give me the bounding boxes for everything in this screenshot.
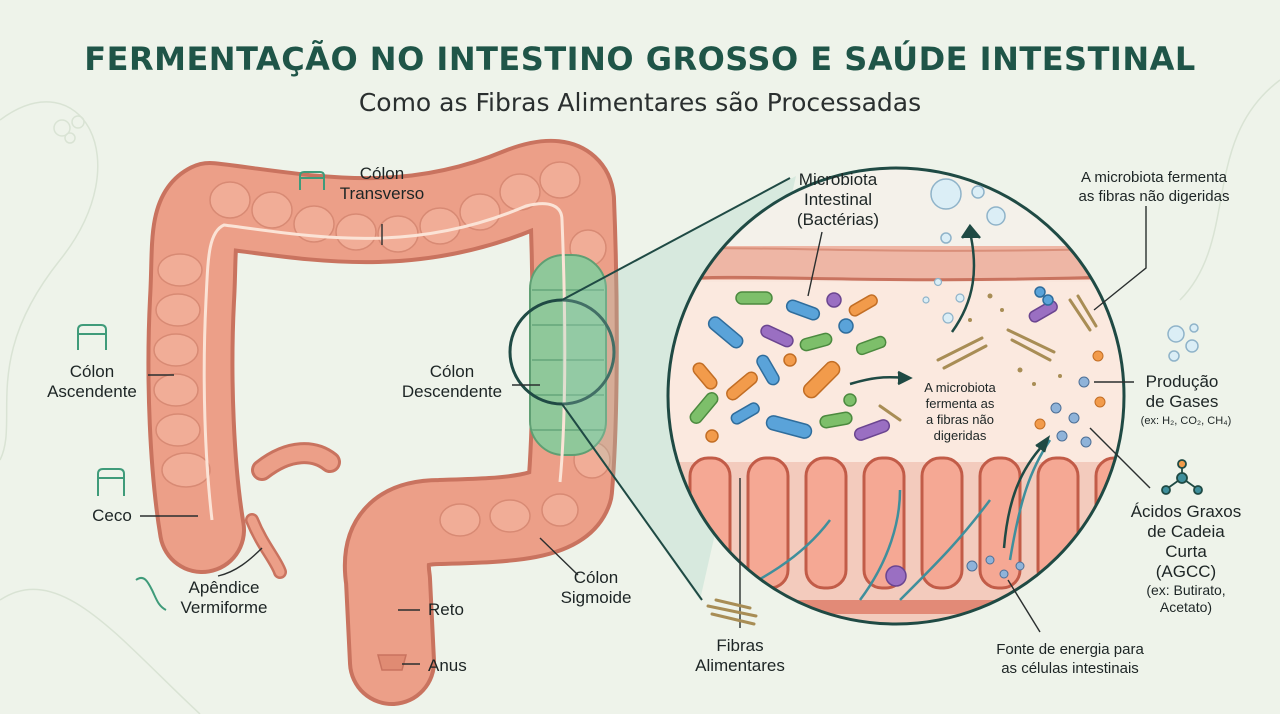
label-scfa: Ácidos Graxos de Cadeia Curta (AGCC) <box>1130 502 1242 581</box>
scfa-dots <box>966 350 1106 579</box>
molecule-icon <box>1161 459 1203 495</box>
gas-bubbles <box>930 178 1199 362</box>
background-decoration <box>0 79 1280 714</box>
label-energy-source: Fonte de energia para as células intesti… <box>996 641 1144 677</box>
page-title: FERMENTAÇÃO NO INTESTINO GROSSO E SAÚDE … <box>84 40 1196 78</box>
label-transverse-colon: Cólon Transverso <box>339 164 425 203</box>
bacteria <box>689 286 1058 587</box>
particles <box>968 293 1062 386</box>
taenia-line <box>202 202 567 521</box>
colon-icon-transverse <box>299 171 325 190</box>
label-appendix: Apêndice Vermiforme <box>180 578 268 617</box>
detail-circle <box>666 166 1126 626</box>
label-scfa-examples: (ex: Butirato, Acetato) <box>1146 582 1226 615</box>
fiber-fragments <box>878 294 1098 422</box>
large-intestine <box>146 138 619 706</box>
anus <box>377 654 407 671</box>
label-microbiota: Microbiota Intestinal (Bactérias) <box>796 170 880 229</box>
label-rectum: Reto <box>428 600 464 619</box>
label-cecum: Ceco <box>92 506 132 525</box>
fiber-icon <box>706 598 758 626</box>
process-arrows <box>849 223 1051 549</box>
leader-lines <box>140 206 1151 665</box>
label-ferment-top: A microbiota fermenta as fibras não dige… <box>1078 169 1230 205</box>
gas-up-arrow <box>950 231 976 333</box>
page-subtitle: Como as Fibras Alimentares são Processad… <box>358 88 922 117</box>
label-anus: Anus <box>428 656 467 675</box>
label-descending-colon: Cólon Descendente <box>401 362 503 401</box>
label-gas-production: Produção de Gases <box>1145 372 1219 411</box>
bacteria-icon-appendix <box>135 576 167 611</box>
energy-arrow <box>1002 443 1045 549</box>
colon-icon-ascending <box>77 324 107 350</box>
label-ascending-colon: Cólon Ascendente <box>47 362 137 401</box>
label-sigmoid-colon: Cólon Sigmoide <box>560 568 632 607</box>
label-gas-examples: (ex: H₂, CO₂, CH₄) <box>1140 415 1232 427</box>
label-dietary-fibers: Fibras Alimentares <box>695 636 785 675</box>
gas-bubbles-inner <box>922 277 965 324</box>
label-ferment-inner: A microbiota fermenta as a fibras não di… <box>924 380 996 443</box>
colon-icon-cecum <box>97 468 125 496</box>
